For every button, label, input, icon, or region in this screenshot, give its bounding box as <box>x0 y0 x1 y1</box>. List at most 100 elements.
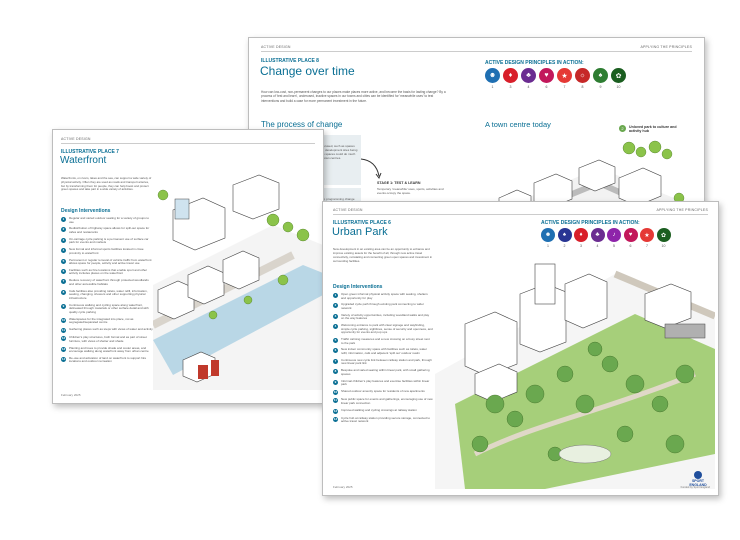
principles-title: ACTIVE DESIGN PRINCIPLES IN ACTION: <box>485 60 584 66</box>
principle-3-icon: ♦ <box>574 228 588 242</box>
principle-10-icon: ✿ <box>611 68 626 83</box>
logo-text: SPORT <box>691 479 705 483</box>
page-title: Change over time <box>260 64 355 78</box>
logo-text: ENGLAND <box>689 483 707 487</box>
intro-text: New development in an existing area can … <box>333 247 433 263</box>
header-left: ACTIVE DESIGN <box>333 208 363 212</box>
principle-numbers: 1 2 3 4 5 6 7 10 <box>541 244 671 248</box>
principle-number: 7 <box>646 244 648 248</box>
principle-icons: ☻ ♠ ♦ ♣ ♪ ♥ ★ ✿ <box>541 228 671 242</box>
principle-9-icon: ♠ <box>593 68 608 83</box>
page-waterfront: ACTIVE DESIGN ILLUSTRATIVE PLACE 7 Water… <box>52 129 324 404</box>
principle-7-icon: ★ <box>557 68 572 83</box>
principle-1-icon: ☻ <box>541 228 555 242</box>
principle-10-icon: ✿ <box>656 228 671 242</box>
principle-6-icon: ♥ <box>539 68 554 83</box>
kicker: ILLUSTRATIVE PLACE 6 <box>333 220 391 226</box>
header-rule <box>333 214 708 215</box>
principles-title: ACTIVE DESIGN PRINCIPLES IN ACTION: <box>541 220 640 226</box>
footer-date: February 2025 <box>61 393 81 397</box>
principle-number: 4 <box>527 85 530 89</box>
stage1-text: Temporary 'meanwhile' uses, sports, acti… <box>377 187 444 195</box>
principle-number: 7 <box>563 85 566 89</box>
principle-number: 10 <box>616 85 621 89</box>
principle-number: 6 <box>629 244 632 248</box>
principle-number: 8 <box>581 85 584 89</box>
principle-1-icon: ☻ <box>485 68 500 83</box>
urban-park-illustration <box>435 263 715 489</box>
principle-number: 3 <box>580 244 582 248</box>
principle-number: 2 <box>563 244 566 248</box>
section-title: Design Interventions <box>61 208 111 214</box>
principle-number: 5 <box>613 244 615 248</box>
principle-number: 9 <box>599 85 602 89</box>
footer-date: February 2025 <box>333 485 353 489</box>
header-left: ACTIVE DESIGN <box>261 45 291 49</box>
town-centre-title: A town centre today <box>485 120 551 129</box>
principle-2-icon: ♠ <box>557 228 572 242</box>
principle-number: 10 <box>661 244 666 248</box>
principle-number: 3 <box>509 85 512 89</box>
principle-8-icon: ☼ <box>575 68 590 83</box>
header-right: APPLYING THE PRINCIPLES <box>656 208 708 212</box>
principle-icons: ☻ ♦ ♣ ♥ ★ ☼ ♠ ✿ <box>485 68 626 83</box>
principle-5-icon: ♪ <box>607 228 621 242</box>
principle-4-icon: ♣ <box>590 228 605 242</box>
section-title: The process of change <box>261 120 343 129</box>
header-left: ACTIVE DESIGN <box>61 137 91 141</box>
principle-number: 1 <box>491 85 494 89</box>
intro-text: How can low-cost, non-permanent changes … <box>261 90 446 103</box>
callout-number: 2 <box>619 125 626 132</box>
page-urban-park: ACTIVE DESIGN APPLYING THE PRINCIPLES IL… <box>322 201 719 496</box>
principle-number: 1 <box>547 244 549 248</box>
funded-by: Funded by Sport England <box>680 486 710 489</box>
principle-3-icon: ♦ <box>503 68 518 83</box>
section-title: Design Interventions <box>333 284 383 290</box>
process-arrow <box>360 158 382 180</box>
header-rule <box>61 143 315 144</box>
principle-number: 4 <box>596 244 599 248</box>
stage1-heading: STAGE 1: TEST & LEARN <box>377 181 421 185</box>
principle-numbers: 1 3 4 6 7 8 9 10 <box>485 85 626 89</box>
waterfront-illustration <box>153 174 323 390</box>
page-title: Waterfront <box>60 155 107 166</box>
principle-6-icon: ♥ <box>623 228 638 242</box>
callout-text: Unloved park to culture and activity hub <box>629 125 677 133</box>
sport-england-logo: SPORT ENGLAND <box>686 471 710 487</box>
principle-4-icon: ♣ <box>521 68 536 83</box>
kicker: ILLUSTRATIVE PLACE 8 <box>261 58 319 64</box>
header-right: APPLYING THE PRINCIPLES <box>640 45 692 49</box>
page-title: Urban Park <box>332 226 388 238</box>
kicker: ILLUSTRATIVE PLACE 7 <box>61 149 119 155</box>
intro-text: Waterfronts, on rivers, lakes and the se… <box>61 176 152 192</box>
header-rule <box>261 51 692 52</box>
principle-7-icon: ★ <box>640 228 654 242</box>
